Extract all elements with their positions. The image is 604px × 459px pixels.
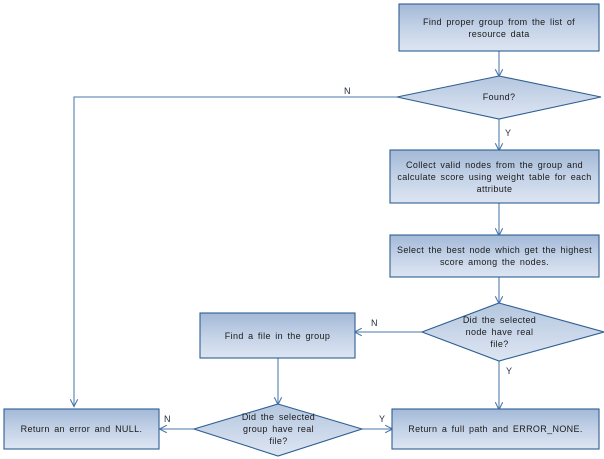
node-collect-nodes-shape	[389, 149, 600, 204]
edge-found-no-to-return-error	[74, 96, 401, 406]
node-node-has-real-file-shape	[420, 302, 604, 362]
node-return-full-path-shape	[391, 408, 600, 450]
node-find-file-shape	[199, 312, 356, 359]
node-select-best-node-shape	[389, 234, 600, 278]
node-found-shape	[396, 75, 602, 120]
node-return-error-shape	[3, 408, 160, 450]
node-group-has-real-file-shape	[192, 403, 364, 457]
node-find-group-shape	[398, 3, 600, 52]
